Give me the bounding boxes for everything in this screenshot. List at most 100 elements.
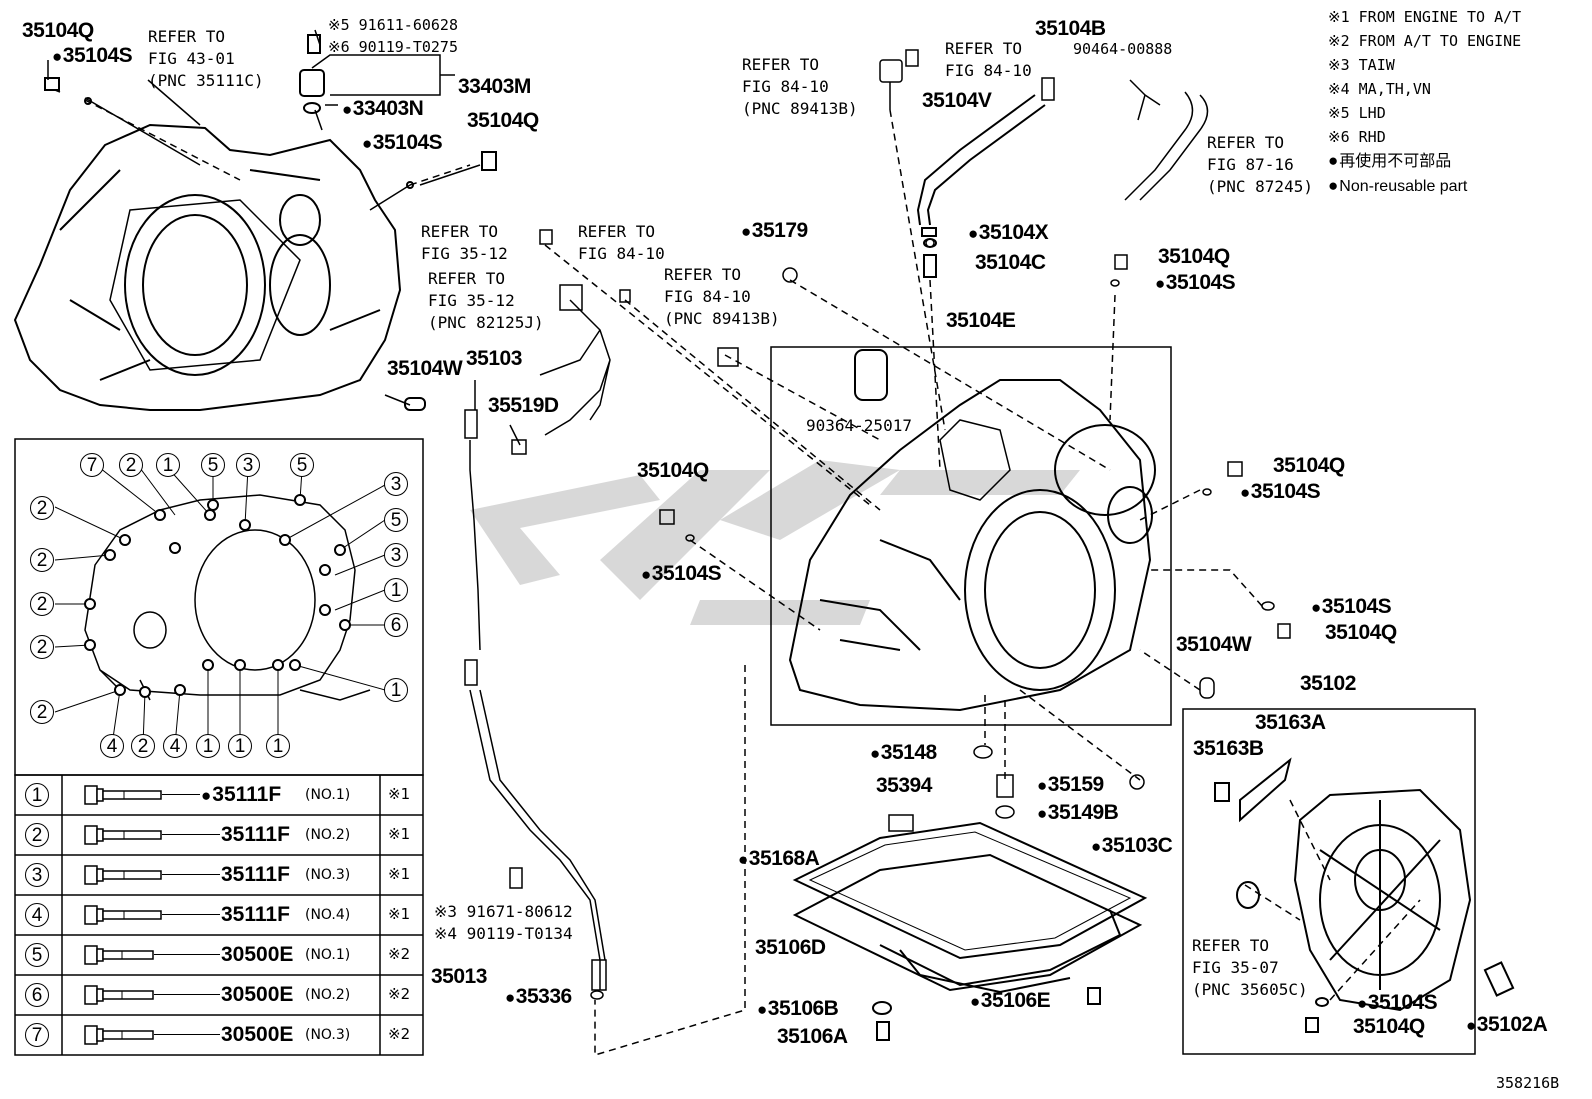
bolt-pos-bottom-3: 1 bbox=[196, 734, 220, 758]
refer-fig-35-07: REFER TO FIG 35-07 (PNC 35605C) bbox=[1192, 936, 1308, 999]
bolt-table-no-3: 3 bbox=[25, 863, 49, 887]
bolt-table-note-1: ※1 bbox=[388, 785, 411, 803]
bolt-pos-top-2: 1 bbox=[156, 453, 180, 477]
part-35106a: 35106A bbox=[777, 1025, 848, 1048]
bolt-pos-bottom-5: 1 bbox=[266, 734, 290, 758]
bolt-pos-right-0: 3 bbox=[384, 472, 408, 496]
bolt-icon bbox=[84, 1025, 154, 1045]
dashed-leaders bbox=[84, 99, 1421, 1057]
bolt-table-no-5: 5 bbox=[25, 943, 49, 967]
bolt-pos-top-5: 5 bbox=[290, 453, 314, 477]
part-90119-t0275: ※6 90119-T0275 bbox=[328, 38, 458, 56]
bolt-icon bbox=[84, 785, 162, 805]
part-35104s-g: 35104S bbox=[1357, 992, 1438, 1013]
part-35013: 35013 bbox=[431, 965, 487, 988]
part-35148: 35148 bbox=[870, 742, 937, 763]
part-35104s-a: 35104S bbox=[52, 45, 133, 66]
refer-fig-35-12-a: REFER TO FIG 35-12 bbox=[421, 222, 508, 263]
bolt-table-size-2: (NO.2) bbox=[305, 827, 351, 843]
part-35104q-e: 35104Q bbox=[1273, 454, 1345, 477]
bolt-pos-left-0: 2 bbox=[30, 496, 54, 520]
speed-sensor bbox=[879, 49, 1209, 201]
part-35104q-g: 35104Q bbox=[1353, 1015, 1425, 1038]
bolt-leader-line bbox=[162, 794, 200, 795]
part-90119-t0134: ※4 90119-T0134 bbox=[434, 924, 573, 943]
bolt-holes bbox=[84, 494, 351, 698]
legend-note-4: ※4 MA,TH,VN bbox=[1328, 80, 1431, 98]
legend-note-6: ※6 RHD bbox=[1328, 128, 1386, 146]
part-90464-00888: 90464-00888 bbox=[1073, 40, 1173, 58]
bolt-table-part-5: 30500E bbox=[221, 943, 294, 966]
bolt-diagram-frame bbox=[14, 438, 424, 776]
bolt-pos-bottom-1: 2 bbox=[131, 734, 155, 758]
bolt-pos-top-4: 3 bbox=[236, 453, 260, 477]
legend-nonreusable-en: Non-reusable part bbox=[1328, 177, 1467, 195]
refer-fig-87-16: REFER TO FIG 87-16 (PNC 87245) bbox=[1207, 133, 1313, 196]
bolt-table-note-2: ※1 bbox=[388, 825, 411, 843]
bolt-pos-bottom-4: 1 bbox=[228, 734, 252, 758]
bolt-table-part-4: 35111F bbox=[221, 903, 290, 926]
legend-note-2: ※2 FROM A/T TO ENGINE bbox=[1328, 32, 1522, 50]
bolt-table-no-4: 4 bbox=[25, 903, 49, 927]
part-35104s-b: 35104S bbox=[362, 132, 443, 153]
part-35104s-f: 35104S bbox=[1311, 596, 1392, 617]
bolt-table-size-4: (NO.4) bbox=[305, 907, 351, 923]
legend-note-1: ※1 FROM ENGINE TO A/T bbox=[1328, 8, 1522, 26]
bolt-table-part-3: 35111F bbox=[221, 863, 290, 886]
figure-code: 358216B bbox=[1496, 1074, 1560, 1092]
part-35103c: 35103C bbox=[1091, 835, 1173, 856]
bolt-icon bbox=[84, 825, 162, 845]
bolt-pos-right-5: 1 bbox=[384, 678, 408, 702]
part-35104x: 35104X bbox=[968, 222, 1049, 243]
part-35163b: 35163B bbox=[1193, 737, 1264, 760]
refer-fig-84-10-d: REFER TO FIG 84-10 (PNC 89413B) bbox=[664, 265, 780, 328]
part-35106d: 35106D bbox=[755, 936, 826, 959]
part-35104s-c: 35104S bbox=[1155, 272, 1236, 293]
part-35104s-d: 35104S bbox=[641, 563, 722, 584]
bolt-table-size-5: (NO.1) bbox=[305, 947, 351, 963]
bolt-table-size-3: (NO.3) bbox=[305, 867, 351, 883]
part-35103: 35103 bbox=[466, 347, 522, 370]
part-91671-80612: ※3 91671-80612 bbox=[434, 902, 573, 921]
bolt-table-size-6: (NO.2) bbox=[305, 987, 351, 1003]
part-90364-25017: 90364-25017 bbox=[806, 416, 912, 435]
legend-nonreusable-jp: 再使用不可部品 bbox=[1328, 152, 1451, 170]
refer-fig-43-01: REFER TO FIG 43-01 (PNC 35111C) bbox=[148, 27, 264, 90]
part-35104b: 35104B bbox=[1035, 17, 1106, 40]
bolt-pos-top-3: 5 bbox=[201, 453, 225, 477]
watermark-logo bbox=[470, 460, 1080, 625]
bolt-table-part-6: 30500E bbox=[221, 983, 294, 1006]
bolt-leader-line bbox=[162, 874, 220, 875]
part-35179: 35179 bbox=[741, 220, 808, 241]
bolt-pos-bottom-2: 4 bbox=[163, 734, 187, 758]
bolt-table-grid bbox=[14, 774, 424, 1056]
part-35163a: 35163A bbox=[1255, 711, 1326, 734]
bolt-icon bbox=[84, 905, 162, 925]
bolt-leader-line bbox=[154, 954, 220, 955]
bolt-icon bbox=[84, 865, 162, 885]
bolt-pos-left-1: 2 bbox=[30, 548, 54, 572]
part-35149b: 35149B bbox=[1037, 802, 1119, 823]
refer-fig-35-12-b: REFER TO FIG 35-12 (PNC 82125J) bbox=[428, 269, 544, 332]
bolt-table-note-5: ※2 bbox=[388, 945, 411, 963]
bolt-pos-right-3: 1 bbox=[384, 578, 408, 602]
part-35104w-b: 35104W bbox=[1176, 633, 1252, 656]
part-35394: 35394 bbox=[876, 774, 932, 797]
legend-note-3: ※3 TAIW bbox=[1328, 56, 1395, 74]
oil-pan bbox=[792, 821, 1148, 1041]
bolt-diagram-housing bbox=[84, 494, 371, 701]
part-35106b: 35106B bbox=[757, 998, 839, 1019]
part-35104q-f: 35104Q bbox=[1325, 621, 1397, 644]
part-35104w-a: 35104W bbox=[387, 357, 463, 380]
bolt-table-note-6: ※2 bbox=[388, 985, 411, 1003]
bolt-pos-right-4: 6 bbox=[384, 613, 408, 637]
bolt-table-note-4: ※1 bbox=[388, 905, 411, 923]
part-35104q-b: 35104Q bbox=[467, 109, 539, 132]
bolt-table-no-2: 2 bbox=[25, 823, 49, 847]
bolt-pos-left-2: 2 bbox=[30, 592, 54, 616]
part-35104q-c: 35104Q bbox=[1158, 245, 1230, 268]
part-35336: 35336 bbox=[505, 986, 572, 1007]
transmission-case bbox=[788, 349, 1156, 712]
bolt-table-part-1: 35111F bbox=[201, 784, 281, 805]
